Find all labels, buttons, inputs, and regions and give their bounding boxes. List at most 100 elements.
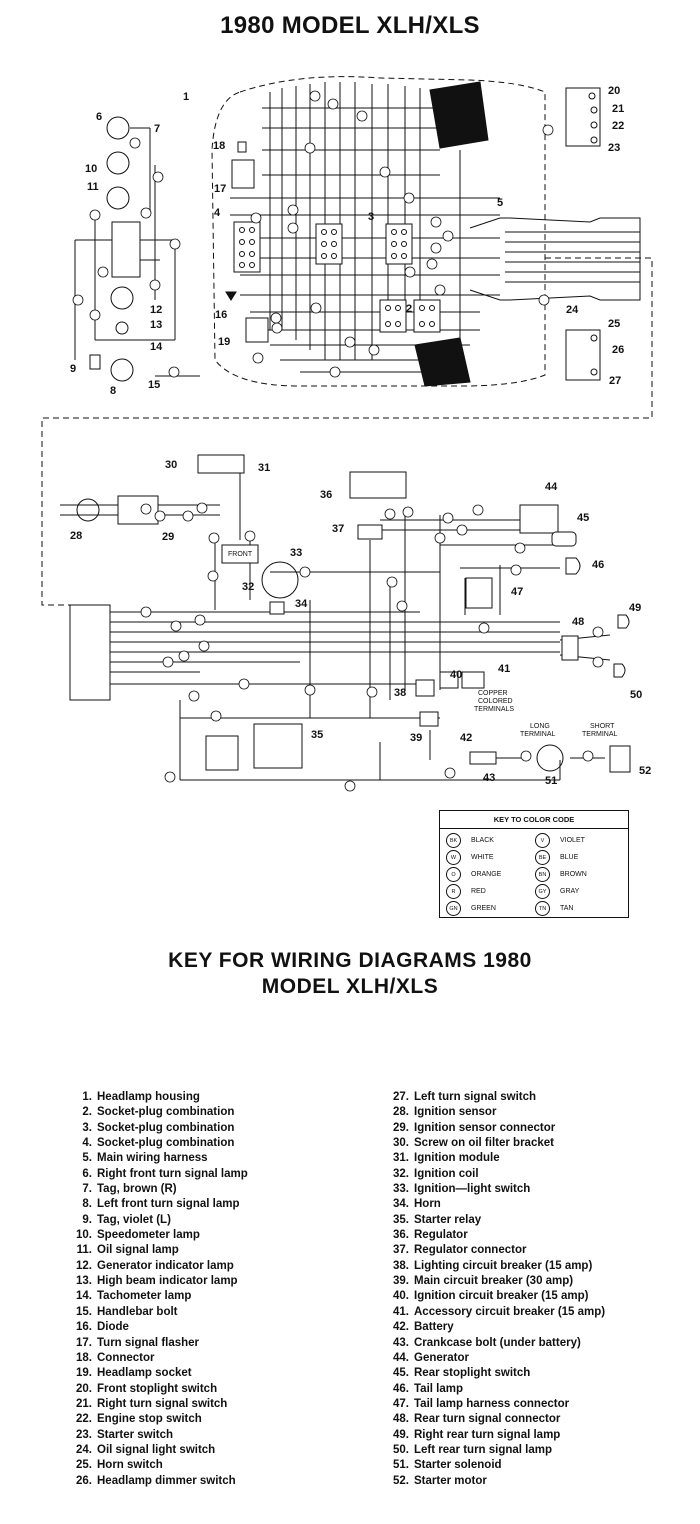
key-item-number: 1. bbox=[82, 1091, 92, 1103]
key-item: 8.Left front turn signal lamp bbox=[55, 1197, 248, 1212]
key-item-number: 47. bbox=[393, 1397, 409, 1410]
key-item-number: 13. bbox=[76, 1275, 92, 1288]
key-item-number: 36. bbox=[393, 1229, 409, 1242]
svg-text:26: 26 bbox=[612, 344, 624, 356]
svg-text:15: 15 bbox=[148, 379, 160, 391]
key-item-text: Socket-plug combination bbox=[97, 1121, 235, 1134]
key-item-number: 39. bbox=[393, 1275, 409, 1288]
key-item: 11.Oil signal lamp bbox=[55, 1243, 248, 1258]
long-terminal-label: LONG bbox=[530, 723, 550, 730]
turn-signal-flasher bbox=[231, 159, 255, 189]
key-item-text: Main wiring harness bbox=[97, 1152, 208, 1165]
svg-text:14: 14 bbox=[150, 341, 163, 353]
horn bbox=[269, 601, 285, 615]
key-item-number: 32. bbox=[393, 1167, 409, 1180]
key-item-text: Oil signal lamp bbox=[97, 1244, 179, 1257]
key-item-number: 2. bbox=[82, 1106, 92, 1119]
svg-text:27: 27 bbox=[609, 375, 621, 387]
key-item-text: Generator bbox=[414, 1351, 469, 1364]
color-name: TAN bbox=[560, 905, 574, 912]
key-item: 2. Socket-plug combination bbox=[55, 1105, 248, 1120]
svg-text:6: 6 bbox=[96, 111, 102, 123]
key-item: 21.Right turn signal switch bbox=[55, 1397, 248, 1412]
key-item-text: Starter solenoid bbox=[414, 1459, 502, 1472]
color-code-badge: BE bbox=[535, 850, 550, 865]
svg-text:13: 13 bbox=[150, 319, 162, 331]
key-item: 13.High beam indicator lamp bbox=[55, 1274, 248, 1289]
key-item-number: 7. bbox=[82, 1183, 92, 1196]
key-heading-line: MODEL XLH/XLS bbox=[261, 975, 439, 998]
key-item-number: 19. bbox=[76, 1367, 92, 1380]
key-item: 34.Horn bbox=[372, 1197, 605, 1212]
key-item: 40.Ignition circuit breaker (15 amp) bbox=[372, 1289, 605, 1304]
key-item-number: 17. bbox=[76, 1336, 92, 1349]
key-item: 10.Speedometer lamp bbox=[55, 1228, 248, 1243]
socket-plug-4 bbox=[233, 221, 261, 273]
ignition-circuit-breaker bbox=[439, 671, 459, 689]
svg-text:9: 9 bbox=[70, 363, 76, 375]
key-item-number: 40. bbox=[393, 1290, 409, 1303]
lighting-circuit-breaker bbox=[415, 679, 435, 697]
ignition-module bbox=[197, 454, 245, 474]
key-item: 42.Battery bbox=[372, 1320, 605, 1335]
key-item-number: 43. bbox=[393, 1336, 409, 1349]
key-item: 6.Right front turn signal lamp bbox=[55, 1167, 247, 1182]
key-item-text: Starter switch bbox=[97, 1428, 174, 1441]
key-list-left: 1.Headlamp housing 2.Socket-plug combina… bbox=[55, 1090, 248, 1489]
key-item-text: Left rear turn signal lamp bbox=[414, 1443, 553, 1456]
key-item-text: Ignition sensor connector bbox=[414, 1121, 556, 1134]
key-item-text: Engine stop switch bbox=[97, 1413, 202, 1426]
key-item-text: Tag, brown (R) bbox=[97, 1183, 177, 1196]
svg-text:45: 45 bbox=[577, 512, 589, 524]
color-name: RED bbox=[471, 888, 486, 895]
key-item-number: 41. bbox=[393, 1305, 409, 1318]
key-heading: KEY FOR WIRING DIAGRAMS 1980 MODEL XLH/X… bbox=[0, 948, 700, 1000]
key-item: 9.Tag, violet (L) bbox=[55, 1213, 248, 1228]
key-item-number: 31. bbox=[393, 1152, 409, 1165]
key-item-text: Socket-plug combination bbox=[97, 1106, 235, 1119]
svg-text:25: 25 bbox=[608, 318, 620, 330]
connector-18 bbox=[237, 141, 247, 153]
key-item: 39. Main circuit breaker (30 amp) bbox=[372, 1274, 605, 1289]
starter-relay bbox=[253, 723, 303, 769]
key-item-number: 35. bbox=[393, 1213, 409, 1226]
key-item-number: 44. bbox=[393, 1351, 409, 1364]
key-item-text: Accessory circuit breaker (15 amp) bbox=[414, 1305, 606, 1318]
key-item-number: 4. bbox=[82, 1137, 92, 1150]
key-item-text: Main circuit breaker (30 amp) bbox=[414, 1275, 574, 1288]
svg-text:30: 30 bbox=[165, 459, 177, 471]
key-item-number: 5. bbox=[82, 1152, 92, 1165]
svg-text:33: 33 bbox=[290, 547, 302, 559]
svg-text:1: 1 bbox=[183, 91, 189, 103]
key-item: 27.Left turn signal switch bbox=[372, 1090, 605, 1105]
key-item-number: 52. bbox=[393, 1474, 409, 1487]
socket-plug-3a bbox=[315, 223, 343, 265]
key-item-text: Handlebar bolt bbox=[97, 1305, 178, 1318]
svg-text:42: 42 bbox=[460, 732, 472, 744]
key-item-number: 29. bbox=[393, 1121, 409, 1134]
key-item-text: Regulator bbox=[414, 1229, 468, 1242]
color-code-badge: BN bbox=[535, 867, 550, 882]
key-item-text: Tail lamp harness connector bbox=[414, 1397, 570, 1410]
key-item-number: 15. bbox=[76, 1305, 92, 1318]
svg-text:36: 36 bbox=[320, 489, 332, 501]
key-item-number: 37. bbox=[393, 1244, 409, 1257]
key-item: 5. Main wiring harness bbox=[55, 1151, 248, 1166]
key-item-text: Headlamp dimmer switch bbox=[97, 1474, 236, 1487]
key-item-number: 26. bbox=[76, 1474, 92, 1487]
right-rear-turn-signal-lamp bbox=[617, 614, 630, 629]
key-item-number: 49. bbox=[393, 1428, 409, 1441]
key-item: 43.Crankcase bolt (under battery) bbox=[372, 1336, 605, 1351]
key-item-number: 10. bbox=[76, 1229, 92, 1242]
key-item-number: 21. bbox=[76, 1397, 92, 1410]
key-item: 23.Starter switch bbox=[55, 1428, 248, 1443]
headlamp-housing-outline bbox=[211, 76, 546, 387]
key-item-number: 30. bbox=[393, 1137, 409, 1150]
color-name: WHITE bbox=[471, 854, 494, 861]
key-item: 33.Ignition—light switch bbox=[372, 1182, 605, 1197]
socket-plug-3b bbox=[385, 223, 413, 265]
